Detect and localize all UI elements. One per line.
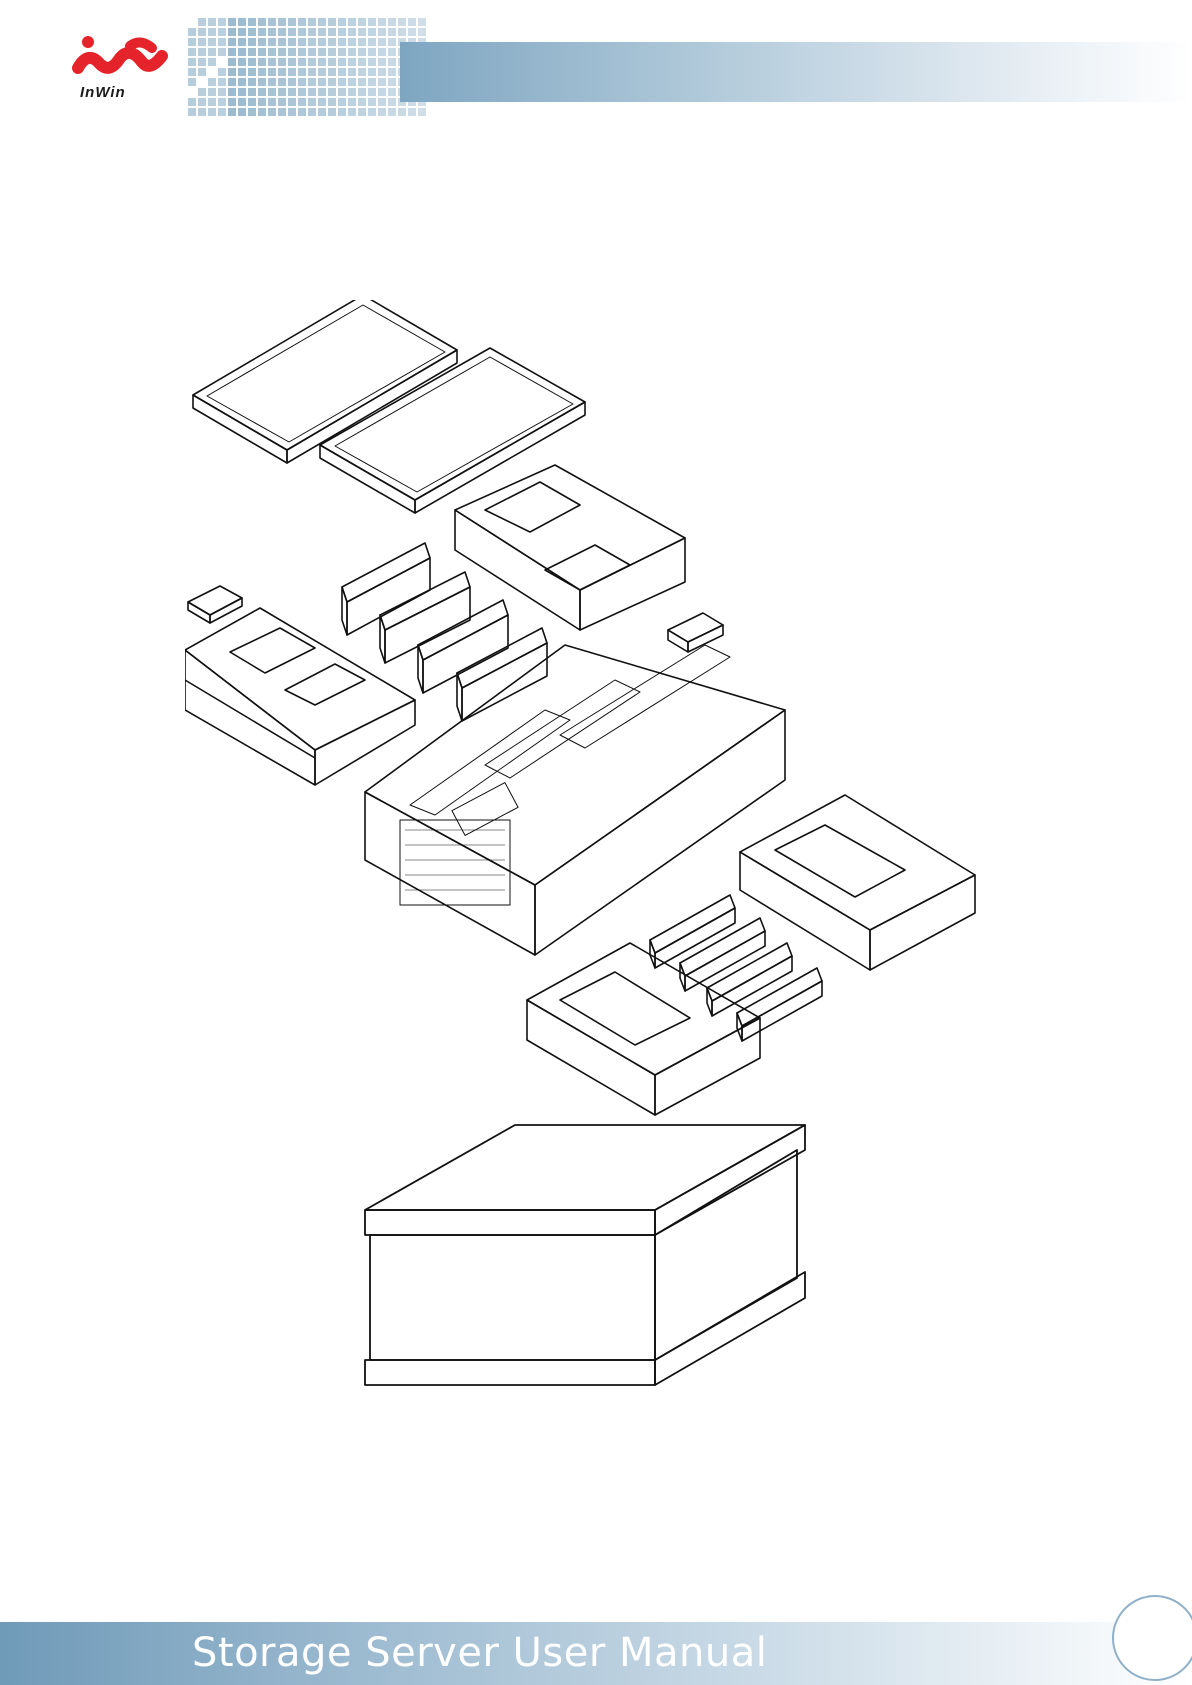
logo-text: InWin bbox=[80, 84, 126, 101]
shipping-box bbox=[365, 1125, 805, 1385]
foam-end-cap-top-right bbox=[455, 465, 685, 630]
foam-blocks-top bbox=[342, 543, 547, 721]
foam-end-cap-bottom-right bbox=[740, 795, 975, 970]
header-band bbox=[400, 42, 1192, 102]
pixel-logo-icon bbox=[188, 18, 428, 118]
page-header: InWin bbox=[0, 0, 1192, 130]
foam-block-small-right bbox=[668, 613, 723, 652]
page-footer: Storage Server User Manual bbox=[0, 1622, 1192, 1685]
foam-block-small-left bbox=[188, 586, 242, 623]
packaging-illustration bbox=[185, 300, 1065, 1490]
foam-tray-right bbox=[320, 348, 585, 513]
foam-blocks-bottom bbox=[650, 895, 822, 1041]
server-chassis bbox=[365, 645, 785, 955]
page-number-badge bbox=[1112, 1595, 1192, 1681]
manual-title: Storage Server User Manual bbox=[192, 1630, 767, 1676]
foam-tray-left bbox=[193, 300, 457, 463]
